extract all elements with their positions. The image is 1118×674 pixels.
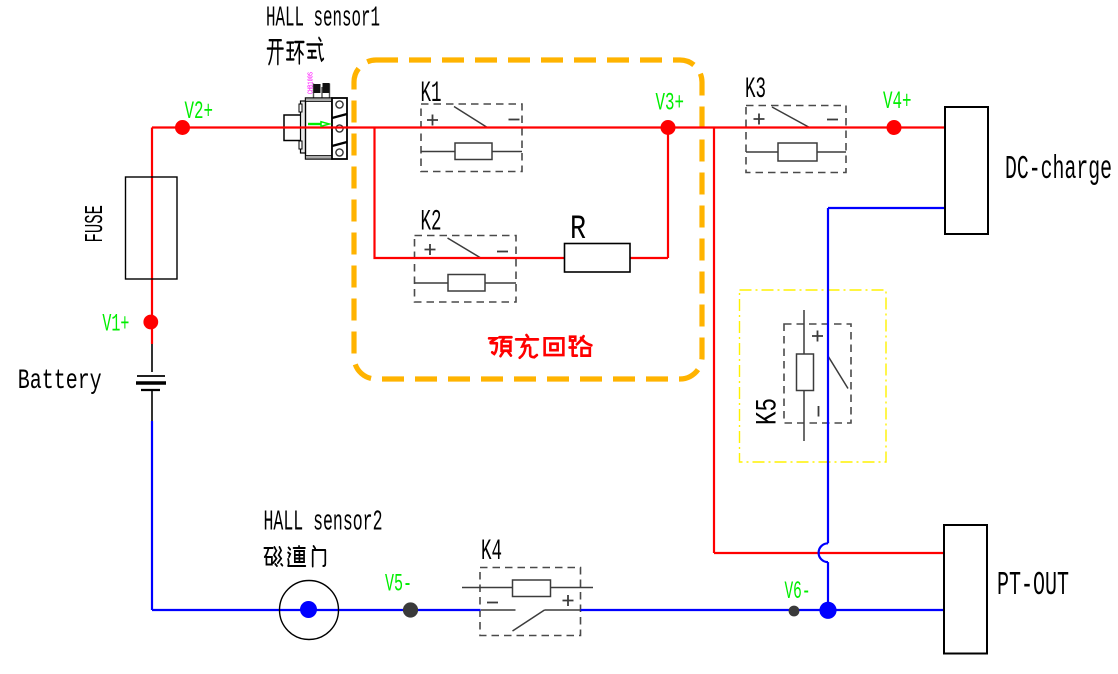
- svg-text:K5: K5: [752, 398, 786, 425]
- svg-text:K4: K4: [481, 535, 502, 569]
- svg-text:K2: K2: [421, 206, 442, 240]
- svg-text:PT-OUT: PT-OUT: [997, 567, 1069, 604]
- svg-text:HALL sensor1: HALL sensor1: [266, 2, 380, 35]
- svg-text:V1+: V1+: [102, 310, 129, 339]
- svg-text:R: R: [570, 211, 586, 249]
- svg-text:K3: K3: [745, 73, 766, 107]
- svg-text:CHB100S: CHB100S: [308, 72, 316, 94]
- svg-text:Battery: Battery: [18, 366, 102, 397]
- svg-text:FUSE: FUSE: [80, 205, 110, 243]
- svg-text:V6-: V6-: [785, 577, 811, 606]
- svg-text:V3+: V3+: [656, 89, 685, 118]
- svg-text:V4+: V4+: [883, 87, 912, 116]
- svg-text:V2+: V2+: [185, 97, 214, 126]
- svg-text:V5-: V5-: [385, 570, 412, 599]
- svg-text:K1: K1: [421, 77, 442, 111]
- svg-text:HALL sensor2: HALL sensor2: [264, 506, 383, 539]
- svg-text:DC-charge: DC-charge: [1005, 151, 1112, 188]
